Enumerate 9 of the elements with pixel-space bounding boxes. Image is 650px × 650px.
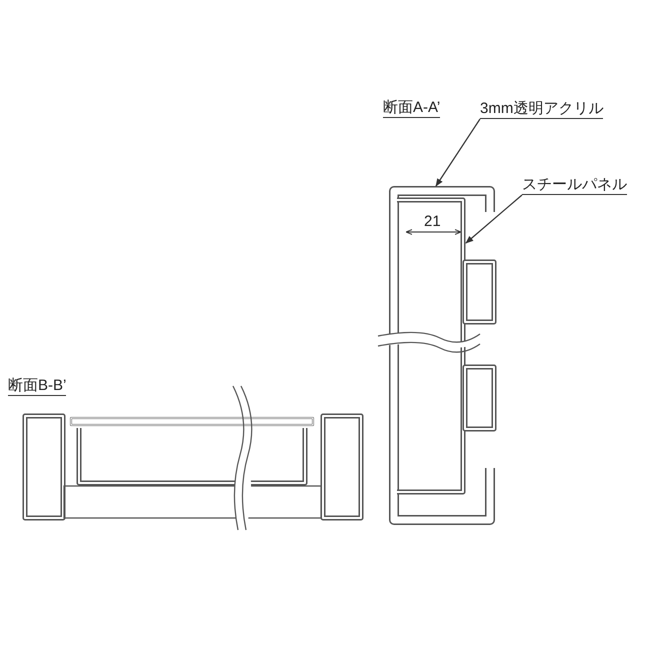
callout-label: 3mm透明アクリル: [480, 100, 604, 119]
section-title: 断面A-A’: [383, 99, 440, 118]
acrylic-cover-drawing: [389, 186, 495, 525]
dimension-value: 21: [424, 213, 441, 231]
leader-line: [465, 194, 522, 244]
callout-label: スチールパネル: [522, 176, 627, 195]
leader-line: [436, 118, 480, 187]
steel-panel-drawing: [397, 198, 466, 494]
section-title: 断面B-B’: [8, 377, 66, 396]
